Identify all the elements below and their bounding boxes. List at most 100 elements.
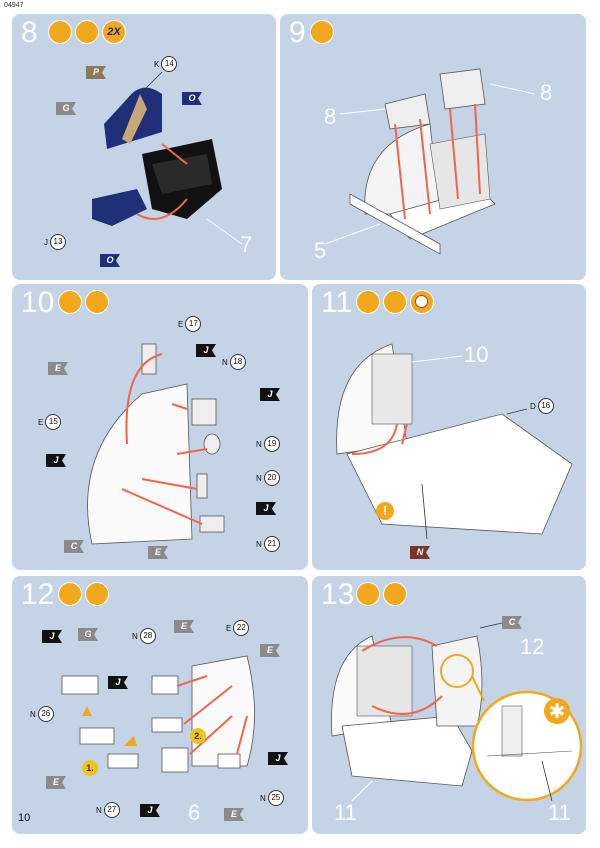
callout-number: 14 [161, 56, 178, 72]
callout-number: 15 [45, 414, 62, 430]
callout-number: 16 [537, 398, 554, 414]
callout-e22: E 22 [226, 620, 250, 636]
callout-letter: N [96, 805, 102, 815]
callout-letter: N [256, 473, 262, 483]
color-flag-c: C [502, 616, 522, 629]
drying-time-icon [410, 290, 434, 314]
callout-d16: D 16 [530, 398, 554, 414]
cockpit-wall-illustration [87, 343, 225, 545]
part-label-12: 12 [520, 634, 545, 659]
paint-brush-icon [383, 290, 407, 314]
detail-star-icon: ✱ [544, 698, 570, 724]
part-label-11: 11 [334, 800, 357, 825]
color-flag-p: P [86, 66, 106, 79]
step-number: 12 [21, 578, 55, 611]
color-flag-j: J [196, 344, 216, 357]
callout-e17: E 17 [178, 316, 202, 332]
color-flag-j: J [268, 752, 288, 765]
color-flag-e: E [148, 546, 168, 559]
step-10-panel: 10 E 17 J N 18 E J E 15 N 19 J N 20 J [12, 284, 308, 570]
glue-icon [310, 20, 334, 44]
callout-letter: J [44, 237, 48, 247]
callout-letter: D [530, 401, 536, 411]
callout-number: 20 [263, 470, 280, 486]
color-flag-e: E [224, 808, 244, 821]
warning-icon: ! [376, 502, 394, 520]
callout-n21: N 21 [256, 536, 280, 552]
step-number: 8 [21, 16, 38, 49]
color-flag-j: J [140, 804, 160, 817]
callout-number: 28 [139, 628, 156, 644]
callout-letter: K [154, 59, 160, 69]
callout-number: 13 [50, 234, 66, 250]
color-flag-e: E [46, 776, 66, 789]
part-label-6: 6 [188, 800, 201, 825]
color-flag-o: O [182, 92, 202, 105]
callout-number: 18 [229, 354, 246, 370]
color-flag-j: J [260, 388, 280, 401]
callout-j13: J 13 [44, 234, 66, 250]
callout-number: 25 [267, 790, 284, 806]
callout-letter: N [260, 793, 266, 803]
callout-letter: N [222, 357, 228, 367]
color-flag-g: G [56, 102, 76, 115]
color-flag-e: E [48, 362, 68, 375]
color-flag-g: G [78, 628, 98, 641]
callout-number: 26 [37, 706, 54, 722]
sub-step-badge: 2. [190, 728, 206, 744]
cockpit-details-illustration [61, 655, 255, 773]
step-number: 9 [289, 16, 306, 49]
part-label-11: 11 [548, 800, 571, 825]
part-label-5: 5 [314, 238, 327, 263]
color-flag-e: E [260, 644, 280, 657]
callout-n19: N 19 [256, 436, 280, 452]
step-icons [58, 290, 109, 314]
step-icons [310, 20, 334, 44]
callout-n27: N 27 [96, 802, 120, 818]
sub-step-badge: 1. [82, 760, 98, 776]
callout-number: 22 [233, 620, 250, 636]
callout-k14: K 14 [154, 56, 178, 72]
callout-n28: N 28 [132, 628, 156, 644]
callout-letter: E [226, 623, 232, 633]
color-flag-n: N [410, 546, 430, 559]
multiplier-badge: 2X [102, 20, 126, 44]
glue-icon [58, 582, 82, 606]
step-number: 13 [321, 578, 355, 611]
callout-number: 19 [263, 436, 280, 452]
paint-brush-icon [383, 582, 407, 606]
document-code: 04947 [4, 2, 24, 9]
step-9-panel: 9 8 8 5 [280, 14, 586, 280]
part-label-8: 8 [324, 104, 337, 129]
cockpit-floor-illustration [324, 68, 536, 255]
callout-n18: N 18 [222, 354, 246, 370]
glue-icon [58, 290, 82, 314]
callout-e15: E 15 [38, 414, 62, 430]
step-number: 10 [21, 286, 55, 319]
color-flag-e: E [174, 620, 194, 633]
paint-brush-icon [85, 582, 109, 606]
step-icons [356, 290, 434, 314]
paint-brush-icon [75, 20, 99, 44]
callout-letter: N [256, 439, 262, 449]
color-flag-o: O [100, 254, 120, 267]
part-label-8: 8 [540, 80, 553, 105]
step-13-panel: 13 C 12 ✱ 11 11 [312, 576, 586, 834]
step-icons [356, 582, 407, 606]
color-flag-c: C [64, 540, 84, 553]
callout-letter: E [178, 319, 184, 329]
callout-number: 17 [185, 316, 202, 332]
step-8-panel: 8 2X K 14 P G O O J 13 7 [12, 14, 276, 280]
callout-n25: N 25 [260, 790, 284, 806]
step-number: 11 [321, 286, 353, 319]
color-flag-j: J [42, 630, 62, 643]
callout-letter: N [256, 539, 262, 549]
page-number: 10 [18, 812, 31, 824]
color-flag-j: J [46, 454, 66, 467]
glue-icon [48, 20, 72, 44]
part-label-10: 10 [464, 342, 489, 367]
paint-brush-icon [85, 290, 109, 314]
step-12-panel: 12 J G N 28 E E 22 E J N 26 2. 1. J E N [12, 576, 308, 834]
callout-number: 27 [103, 802, 120, 818]
part-label-7: 7 [240, 232, 253, 257]
